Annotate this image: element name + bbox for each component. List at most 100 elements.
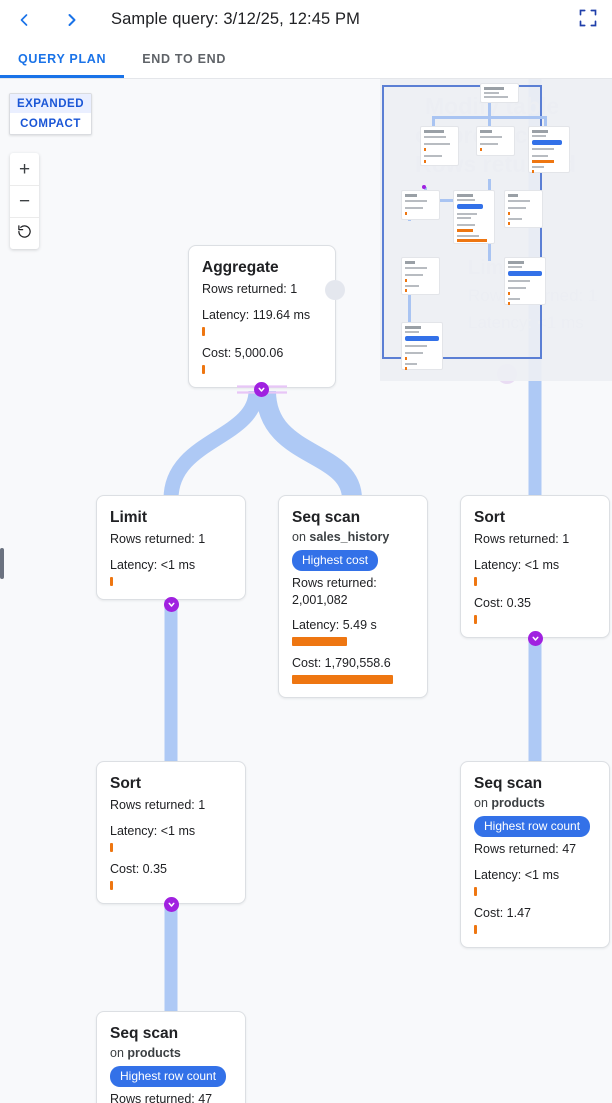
minimap-badge-highest-row-count bbox=[508, 271, 542, 276]
minimap-node-sort[interactable] bbox=[504, 190, 543, 228]
on-prefix: on bbox=[110, 1046, 128, 1061]
on-prefix: on bbox=[292, 530, 310, 545]
node-latency: Latency: <1 ms bbox=[110, 557, 196, 572]
collapse-toggle-sort-lower[interactable] bbox=[164, 897, 179, 912]
zoom-out-button[interactable]: − bbox=[10, 185, 39, 217]
reset-icon bbox=[17, 224, 32, 243]
node-subtitle: on sales_history bbox=[292, 530, 414, 544]
node-title: Limit bbox=[110, 509, 148, 526]
node-title: Seq scan bbox=[474, 775, 543, 792]
minimap[interactable] bbox=[380, 79, 612, 381]
tab-query-plan[interactable]: QUERY PLAN bbox=[0, 39, 125, 78]
table-name: products bbox=[127, 1046, 181, 1061]
minimap-badge-highest-cost bbox=[457, 204, 483, 209]
node-sort-lower[interactable]: Sort Rows returned: 1 Latency: <1 ms Cos… bbox=[96, 761, 246, 905]
node-seq-scan-products-right[interactable]: Seq scan on products Highest row count R… bbox=[460, 761, 610, 949]
collapse-toggle-limit[interactable] bbox=[164, 597, 179, 612]
collapse-toggle-aggregate[interactable] bbox=[254, 382, 269, 397]
node-rows: Rows returned: 2,001,082 bbox=[292, 576, 377, 607]
cost-bar bbox=[292, 675, 393, 685]
node-rows: Rows returned: 1 bbox=[202, 282, 298, 297]
fullscreen-icon bbox=[578, 8, 602, 28]
chevron-right-icon bbox=[62, 10, 82, 30]
minimap-node-aggregate[interactable] bbox=[420, 126, 459, 166]
cost-bar bbox=[202, 365, 205, 375]
minimap-node-limit[interactable] bbox=[476, 126, 515, 156]
node-rows: Rows returned: 47 bbox=[474, 842, 577, 857]
table-name: products bbox=[491, 796, 545, 811]
cost-bar bbox=[474, 615, 477, 625]
node-title: Seq scan bbox=[110, 1025, 179, 1042]
node-cost: Cost: 0.35 bbox=[474, 595, 531, 610]
table-name: sales_history bbox=[309, 530, 390, 545]
latency-bar bbox=[474, 576, 477, 586]
app-header: Sample query: 3/12/25, 12:45 PM bbox=[0, 0, 612, 39]
node-seq-scan-sales-history[interactable]: Seq scan on sales_history Highest cost R… bbox=[278, 495, 428, 699]
fullscreen-button[interactable] bbox=[578, 8, 602, 32]
node-latency: Latency: <1 ms bbox=[474, 867, 560, 882]
mode-expanded-button[interactable]: EXPANDED bbox=[10, 94, 91, 114]
zoom-controls[interactable]: + − bbox=[10, 153, 39, 249]
minimap-badge-highest-row-count bbox=[405, 336, 439, 341]
on-prefix: on bbox=[474, 796, 492, 811]
node-cost: Cost: 5,000.06 bbox=[202, 345, 284, 360]
node-rows: Rows returned: 1 bbox=[474, 532, 570, 547]
layout-mode-toggle[interactable]: EXPANDED COMPACT bbox=[9, 93, 92, 135]
minus-icon: − bbox=[18, 191, 31, 212]
tab-end-to-end[interactable]: END TO END bbox=[124, 39, 244, 78]
forward-button[interactable] bbox=[48, 0, 96, 39]
plus-icon: + bbox=[18, 158, 31, 180]
node-title: Sort bbox=[110, 775, 141, 792]
node-cost: Cost: 1,790,558.6 bbox=[292, 656, 391, 671]
plan-canvas[interactable]: Aggregate Rows returned: 1 Latency: 119.… bbox=[0, 79, 612, 1103]
node-sort-middle[interactable]: Sort Rows returned: 1 Latency: <1 ms Cos… bbox=[460, 495, 610, 639]
node-title: Sort bbox=[474, 509, 505, 526]
ghost-collapse-icon-2 bbox=[325, 280, 345, 300]
zoom-reset-button[interactable] bbox=[10, 217, 39, 249]
node-rows: Rows returned: 47 bbox=[110, 1092, 213, 1103]
minimap-node-seq-scan-products[interactable] bbox=[504, 257, 546, 305]
status-badge-highest-row-count: Highest row count bbox=[110, 1066, 227, 1088]
node-cost: Cost: 0.35 bbox=[110, 861, 167, 876]
minimap-node-limit-2[interactable] bbox=[401, 190, 440, 220]
minimap-node-sort-lower[interactable] bbox=[401, 257, 440, 295]
cost-bar bbox=[474, 925, 477, 935]
node-subtitle: on products bbox=[110, 1046, 232, 1060]
status-badge-highest-row-count: Highest row count bbox=[474, 816, 591, 838]
node-cost: Cost: 1.47 bbox=[474, 905, 531, 920]
minimap-node-seq-scan-sales-history[interactable] bbox=[453, 190, 495, 244]
tab-bar: QUERY PLAN END TO END bbox=[0, 39, 612, 79]
page-title: Sample query: 3/12/25, 12:45 PM bbox=[111, 10, 360, 28]
node-limit[interactable]: Limit Rows returned: 1 Latency: <1 ms bbox=[96, 495, 246, 600]
minimap-badge-highest-latency bbox=[532, 140, 562, 145]
chevron-left-icon bbox=[14, 10, 34, 30]
tab-query-plan-label: QUERY PLAN bbox=[18, 51, 107, 66]
node-latency: Latency: 119.64 ms bbox=[202, 307, 311, 322]
status-badge-highest-cost: Highest cost bbox=[292, 550, 379, 572]
latency-bar bbox=[110, 576, 113, 586]
node-subtitle: on products bbox=[474, 796, 596, 810]
node-seq-scan-products-bottom[interactable]: Seq scan on products Highest row count R… bbox=[96, 1011, 246, 1103]
minimap-node-seq-scan-highest-latency[interactable] bbox=[528, 126, 570, 173]
latency-bar bbox=[292, 637, 347, 647]
minimap-node-modify-table[interactable] bbox=[480, 83, 519, 103]
mode-compact-button[interactable]: COMPACT bbox=[10, 113, 91, 134]
node-latency: Latency: 5.49 s bbox=[292, 617, 377, 632]
latency-bar bbox=[474, 886, 477, 896]
tab-end-to-end-label: END TO END bbox=[142, 51, 227, 66]
canvas-scrollbar-handle[interactable] bbox=[0, 548, 4, 579]
minimap-node-seq-scan-products-bottom[interactable] bbox=[401, 322, 443, 370]
node-aggregate[interactable]: Aggregate Rows returned: 1 Latency: 119.… bbox=[188, 245, 336, 389]
latency-bar bbox=[202, 326, 205, 336]
node-latency: Latency: <1 ms bbox=[110, 823, 196, 838]
node-title: Seq scan bbox=[292, 509, 361, 526]
node-title: Aggregate bbox=[202, 259, 279, 276]
collapse-toggle-sort-middle[interactable] bbox=[528, 631, 543, 646]
node-rows: Rows returned: 1 bbox=[110, 532, 206, 547]
zoom-in-button[interactable]: + bbox=[10, 153, 39, 185]
node-rows: Rows returned: 1 bbox=[110, 798, 206, 813]
node-latency: Latency: <1 ms bbox=[474, 557, 560, 572]
latency-bar bbox=[110, 842, 113, 852]
back-button[interactable] bbox=[0, 0, 48, 39]
cost-bar bbox=[110, 881, 113, 891]
